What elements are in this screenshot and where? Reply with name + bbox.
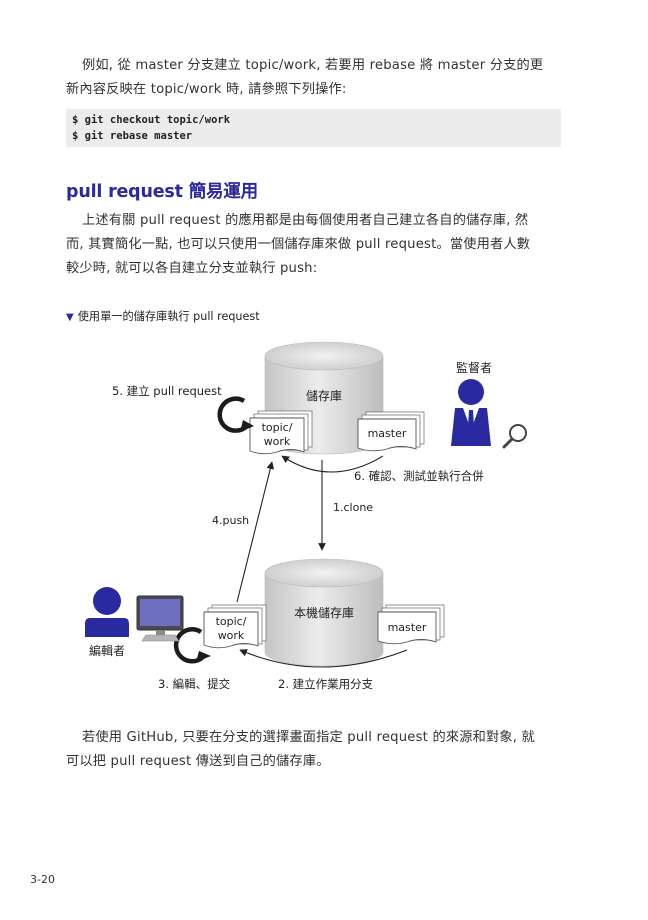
step4-label: 4.push	[212, 514, 249, 527]
local-topic-line1: topic/	[216, 615, 247, 628]
edit-commit-cycle-icon	[173, 627, 205, 664]
outro-line-2: 可以把 pull request 傳送到自己的儲存庫。	[66, 754, 330, 769]
local-repository-cylinder: 本機儲存庫	[264, 558, 384, 667]
local-topic-work-document: topic/ work	[203, 604, 267, 649]
code-line-1: $ git checkout topic/work	[72, 114, 231, 126]
body-line-2: 而, 其實簡化一點, 也可以只使用一個儲存庫來做 pull request。當使…	[66, 237, 531, 252]
computer-monitor-icon	[136, 595, 184, 642]
supervisor-person-icon	[451, 379, 491, 446]
remote-topic-line2: work	[264, 435, 291, 448]
remote-master-document: master	[357, 411, 425, 452]
push-arrow	[236, 461, 275, 603]
step6-label: 6. 確認、測試並執行合併	[354, 469, 484, 483]
remote-repository-label: 儲存庫	[306, 389, 342, 403]
body-line-3: 較少時, 就可以各自建立分支並執行 push:	[66, 261, 318, 276]
page-number: 3-20	[30, 873, 55, 886]
figure-caption: ▼使用單一的儲存庫執行 pull request	[66, 308, 260, 324]
code-line-2: $ git rebase master	[72, 130, 193, 142]
magnifier-icon	[502, 424, 527, 449]
editor-label: 編輯者	[89, 643, 125, 658]
step1-label: 1.clone	[333, 501, 373, 514]
remote-topic-line1: topic/	[262, 421, 293, 434]
step2-label: 2. 建立作業用分支	[278, 677, 374, 691]
code-block: $ git checkout topic/work $ git rebase m…	[66, 109, 561, 147]
pull-request-cycle-icon	[217, 396, 249, 433]
local-master-label: master	[388, 621, 427, 634]
body-line-1: 上述有關 pull request 的應用都是由每個使用者自己建立各自的儲存庫,…	[82, 213, 529, 228]
remote-master-label: master	[368, 427, 407, 440]
intro-paragraph: 例如, 從 master 分支建立 topic/work, 若要用 rebase…	[66, 54, 561, 102]
body-paragraph: 上述有關 pull request 的應用都是由每個使用者自己建立各自的儲存庫,…	[66, 209, 561, 281]
pull-request-cycle-arrowhead	[240, 420, 254, 432]
intro-line-2: 新內容反映在 topic/work 時, 請參照下列操作:	[66, 82, 347, 97]
outro-paragraph: 若使用 GitHub, 只要在分支的選擇畫面指定 pull request 的來…	[66, 726, 561, 774]
step5-label: 5. 建立 pull request	[112, 384, 222, 398]
remote-topic-work-document: topic/ work	[249, 410, 313, 455]
intro-line-1: 例如, 從 master 分支建立 topic/work, 若要用 rebase…	[82, 58, 544, 73]
create-branch-arrow	[239, 649, 408, 668]
local-master-document: master	[377, 604, 445, 645]
edit-commit-cycle-arrowhead	[196, 651, 211, 662]
outro-line-1: 若使用 GitHub, 只要在分支的選擇畫面指定 pull request 的來…	[82, 730, 535, 745]
supervisor-label: 監督者	[456, 360, 492, 375]
caption-triangle-icon: ▼	[66, 312, 74, 323]
step3-label: 3. 編輯、提交	[158, 677, 231, 691]
local-repository-label: 本機儲存庫	[294, 605, 354, 620]
caption-text: 使用單一的儲存庫執行 pull request	[77, 310, 260, 323]
local-topic-line2: work	[218, 629, 245, 642]
editor-person-icon	[85, 587, 129, 637]
merge-arrow	[281, 455, 384, 473]
section-heading: pull request 簡易運用	[66, 182, 258, 202]
